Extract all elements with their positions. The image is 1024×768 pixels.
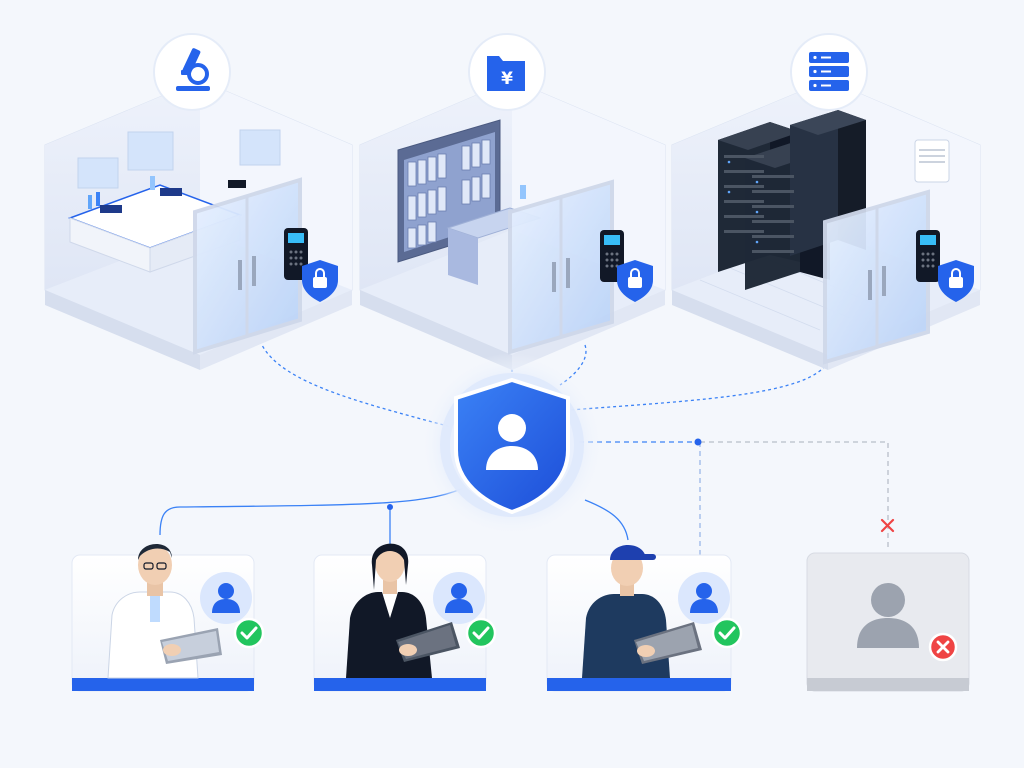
yen-folder-icon: ¥ [487, 56, 525, 91]
room-laboratory [44, 33, 353, 370]
check-icon [711, 617, 743, 649]
svg-text:¥: ¥ [501, 69, 513, 89]
user-card-scientist[interactable] [71, 543, 265, 692]
connector-user-1 [159, 484, 471, 536]
user-card-technician[interactable] [546, 545, 743, 692]
office-worker-figure [346, 543, 460, 678]
user-card-office-worker[interactable] [313, 543, 497, 692]
user-icon [857, 583, 919, 648]
microscope-icon [176, 48, 210, 91]
user-icon [445, 583, 473, 613]
junction-dot [387, 504, 393, 510]
x-icon [928, 632, 958, 662]
connector-lab [257, 334, 456, 429]
check-icon [465, 617, 497, 649]
scientist-figure [107, 543, 222, 679]
connector-server [569, 354, 831, 411]
user-icon [212, 583, 240, 613]
user-icon [690, 583, 718, 613]
room-finance-archive: ¥ [359, 33, 666, 370]
access-controller [420, 353, 604, 537]
check-icon [233, 617, 265, 649]
lock-icon [938, 260, 974, 302]
room-server [671, 33, 981, 370]
user-card-unauthorized[interactable] [806, 552, 970, 692]
server-racks [718, 110, 866, 290]
connector-user-3 [584, 499, 629, 541]
lock-icon [302, 260, 338, 302]
technician-figure [582, 545, 702, 678]
connector-denied [700, 441, 889, 548]
junction-dot [694, 438, 702, 446]
x-icon [880, 518, 895, 533]
shield-user-icon [454, 377, 570, 515]
lock-icon [617, 260, 653, 302]
server-icon [809, 52, 849, 91]
